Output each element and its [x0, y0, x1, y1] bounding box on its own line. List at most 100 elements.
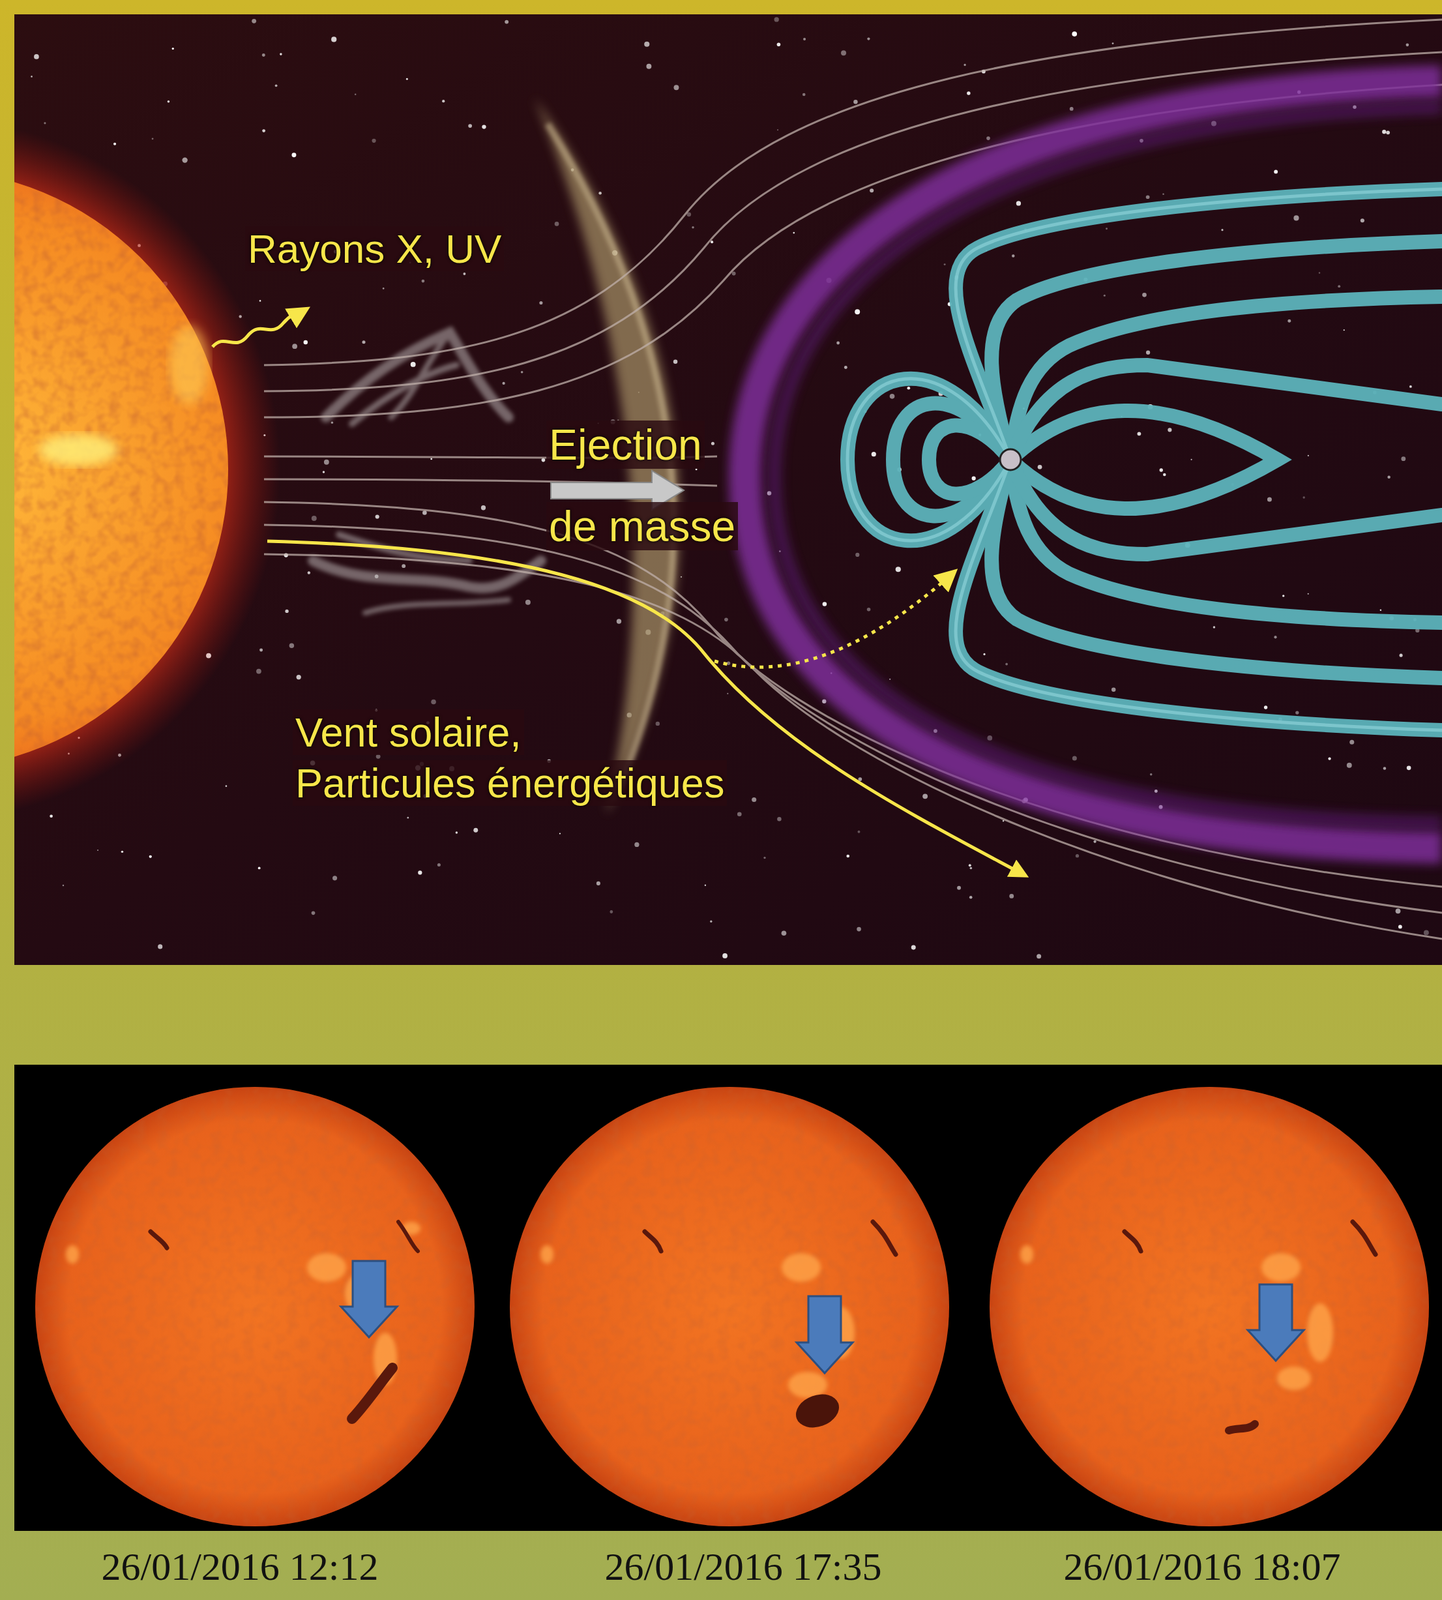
- star: [673, 359, 678, 364]
- star: [655, 721, 660, 726]
- star: [1398, 925, 1403, 929]
- star: [375, 514, 380, 519]
- radiation-arrow: [212, 309, 307, 347]
- star: [1191, 458, 1193, 461]
- star: [331, 421, 334, 424]
- star: [889, 393, 896, 399]
- star: [634, 842, 639, 847]
- star: [1380, 608, 1382, 611]
- date-caption: 26/01/2016 17:35: [604, 1545, 882, 1589]
- star: [1385, 130, 1390, 135]
- star: [986, 735, 993, 741]
- star: [1037, 464, 1043, 470]
- star: [1343, 329, 1345, 331]
- star: [986, 136, 991, 141]
- star: [1387, 475, 1390, 478]
- star: [259, 299, 262, 302]
- solar-image: [35, 1086, 475, 1527]
- star: [846, 854, 850, 858]
- star: [956, 885, 961, 890]
- star: [1400, 456, 1406, 461]
- star: [1011, 254, 1015, 257]
- star: [1302, 496, 1305, 499]
- star: [1016, 200, 1021, 206]
- star: [680, 576, 682, 578]
- label-holder: Particules énergétiques: [292, 758, 727, 808]
- star: [853, 99, 858, 104]
- label-holder: Ejection de masse: [546, 404, 746, 568]
- star: [869, 188, 874, 193]
- star: [481, 505, 486, 510]
- star: [296, 674, 302, 680]
- star: [854, 309, 860, 315]
- image-panel: [14, 1064, 1442, 1531]
- star: [455, 831, 459, 834]
- star: [1382, 129, 1386, 134]
- star: [1111, 687, 1116, 692]
- star: [1346, 762, 1353, 768]
- star: [251, 18, 257, 24]
- star: [871, 451, 877, 457]
- star: [1267, 496, 1272, 502]
- star: [275, 84, 278, 87]
- star: [225, 784, 228, 787]
- star: [1071, 31, 1077, 37]
- star: [151, 137, 154, 140]
- star: [259, 647, 263, 652]
- star: [822, 601, 828, 607]
- star: [501, 382, 505, 385]
- star: [520, 370, 524, 374]
- star: [1146, 194, 1150, 199]
- star: [673, 84, 679, 90]
- field-lines: [264, 19, 1442, 939]
- star: [1360, 218, 1365, 223]
- star: [382, 287, 385, 290]
- star: [1159, 468, 1163, 472]
- star: [1264, 705, 1268, 709]
- star: [121, 850, 124, 853]
- star: [462, 272, 466, 276]
- star: [481, 124, 486, 129]
- star: [1103, 294, 1106, 297]
- star: [1295, 710, 1299, 714]
- star: [113, 142, 117, 146]
- star: [1112, 42, 1115, 45]
- star: [609, 910, 613, 914]
- star: [157, 943, 163, 949]
- solar-image: [509, 1086, 950, 1527]
- date-holder: 26/01/2016 18:07: [967, 1543, 1437, 1590]
- star: [1213, 625, 1216, 628]
- illustration-label: Particules énergétiques: [292, 760, 727, 806]
- star: [62, 884, 64, 886]
- star: [922, 793, 928, 799]
- star: [1093, 840, 1096, 843]
- star: [525, 599, 531, 605]
- label-holder: Rayons X, UV: [245, 224, 504, 274]
- star: [822, 699, 826, 704]
- star: [1318, 271, 1321, 274]
- star: [291, 152, 296, 158]
- star: [710, 240, 714, 244]
- solar-image: [989, 1086, 1429, 1527]
- star: [1273, 635, 1277, 639]
- star: [401, 563, 406, 568]
- star: [1167, 427, 1172, 432]
- date-caption: 26/01/2016 12:12: [101, 1545, 379, 1589]
- star: [763, 856, 766, 859]
- star: [311, 515, 317, 521]
- star: [691, 226, 694, 229]
- star: [292, 343, 298, 349]
- star: [1162, 473, 1167, 477]
- star: [559, 832, 561, 834]
- star: [867, 607, 871, 612]
- star: [966, 91, 971, 95]
- star: [181, 157, 188, 163]
- star: [704, 884, 707, 886]
- star: [421, 279, 426, 283]
- star: [1406, 43, 1410, 47]
- star: [1009, 893, 1014, 899]
- star: [855, 552, 860, 557]
- star: [1293, 215, 1299, 221]
- star: [781, 930, 787, 936]
- star: [417, 870, 422, 875]
